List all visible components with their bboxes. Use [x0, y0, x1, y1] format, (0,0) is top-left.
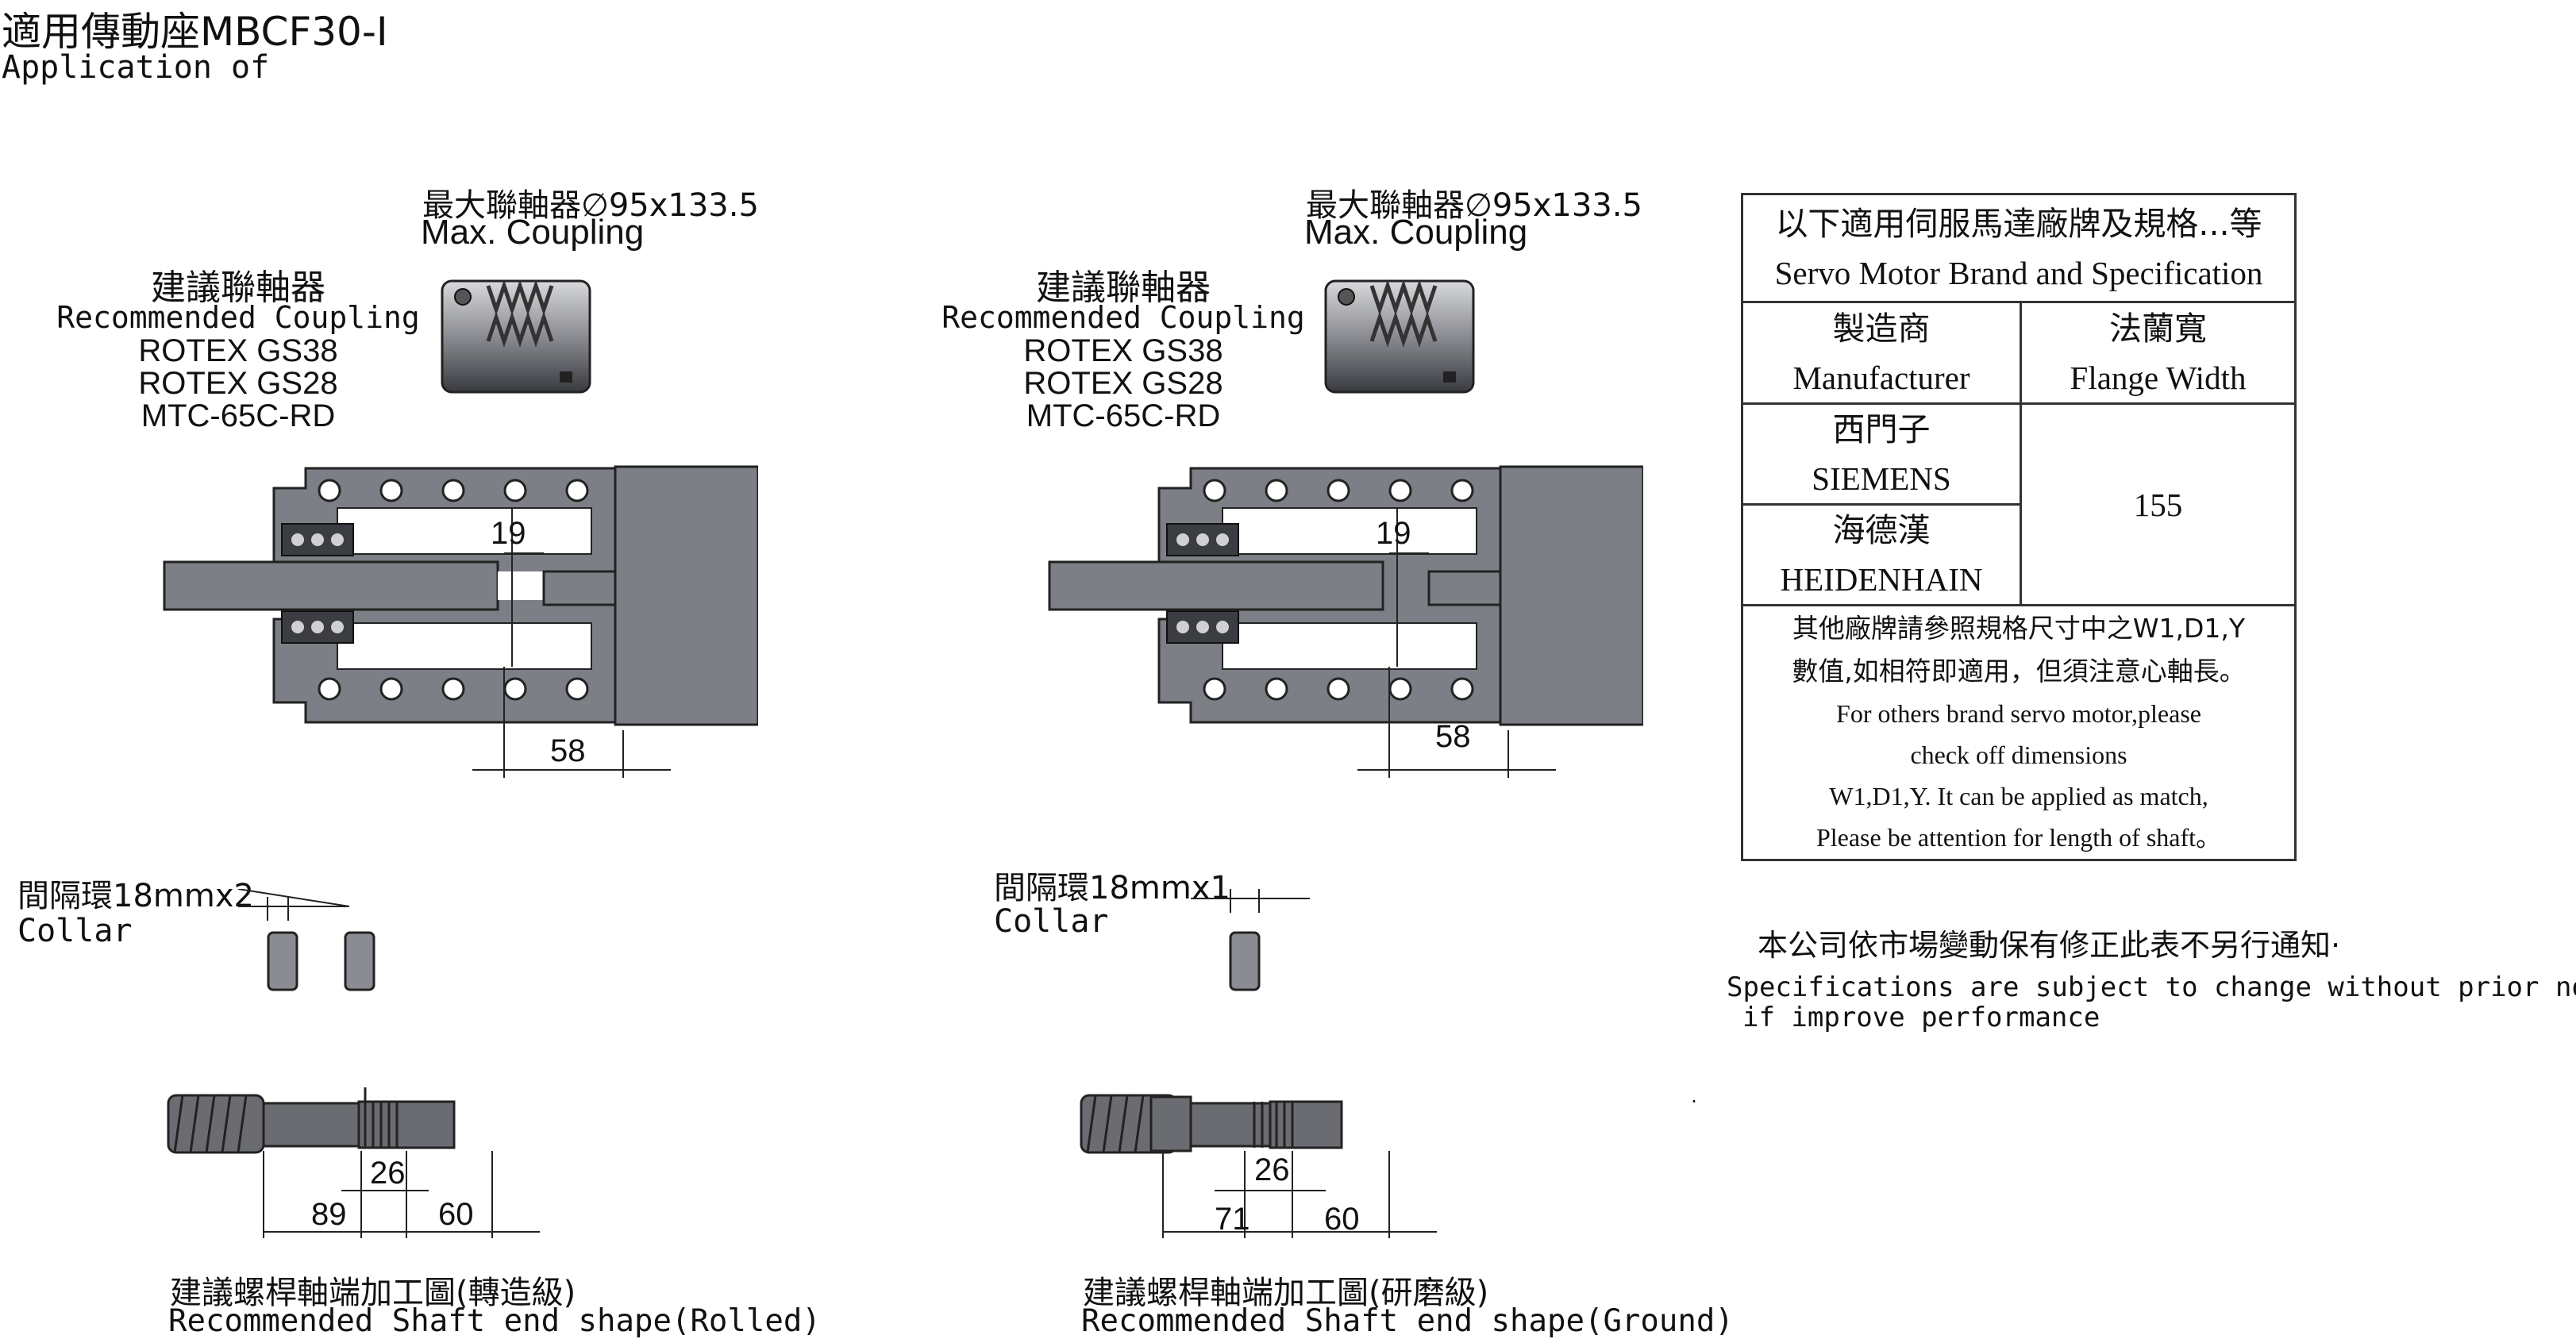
spec-flange-value-text: 155	[2133, 486, 2183, 523]
left-collar-drawing	[238, 889, 375, 991]
right-shaft-dim-thread: 26	[1254, 1152, 1290, 1187]
left-shaft-dim-b: 60	[438, 1197, 474, 1232]
right-shaft-drawing	[1080, 1094, 1437, 1238]
spec-flange-value: 155	[2020, 402, 2297, 606]
spec-row-en: HEIDENHAIN	[1780, 561, 1983, 598]
right-coupling-3: MTC-65C-RD	[1026, 398, 1221, 433]
right-shaft-dim-a: 71	[1215, 1202, 1250, 1237]
left-collar-zh: 間隔環18mmx2	[17, 878, 254, 914]
left-coupling-1: ROTEX GS38	[138, 333, 338, 368]
spec-col-flange-en: Flange Width	[2070, 359, 2247, 396]
spec-table-header: 以下適用伺服馬達廠牌及規格...等 Servo Motor Brand and …	[1741, 193, 2297, 303]
left-coupling-2: ROTEX GS28	[138, 366, 338, 401]
spec-col-manufacturer-zh: 製造商	[1832, 309, 1931, 348]
left-collar-en: Collar	[17, 913, 133, 949]
right-coupling-2: ROTEX GS28	[1023, 366, 1223, 401]
left-dim-gap: 19	[491, 516, 526, 551]
right-shaft-dim-b: 60	[1324, 1202, 1360, 1237]
right-housing-drawing	[1048, 465, 1643, 778]
spec-note: 其他廠牌請參照規格尺寸中之W1,D1,Y 數值,如相符即適用，但須注意心軸長。 …	[1741, 604, 2297, 861]
right-coupling-image	[1324, 279, 1475, 394]
right-collar-drawing	[1191, 889, 1310, 991]
page-subtitle: Application of	[2, 49, 270, 86]
spec-note-zh-2: 數值,如相符即適用，但須注意心軸長。	[1792, 656, 2246, 687]
right-recommended-zh: 建議聯軸器	[1036, 267, 1211, 308]
right-collar-en: Collar	[994, 903, 1109, 940]
spec-col-manufacturer-en: Manufacturer	[1792, 359, 1970, 396]
notice-dot: .	[1689, 1087, 1700, 1106]
spec-col-manufacturer: 製造商 Manufacturer	[1741, 301, 2022, 405]
spec-table: 以下適用伺服馬達廠牌及規格...等 Servo Motor Brand and …	[1741, 193, 2297, 861]
left-shaft-drawing	[167, 1087, 540, 1238]
spec-row-heidenhain: 海德漢 HEIDENHAIN	[1741, 503, 2022, 606]
left-shaft-caption-zh: 建議螺桿軸端加工圖(轉造級)	[170, 1275, 576, 1311]
right-max-coupling-en: Max. Coupling	[1304, 213, 1528, 252]
right-max-coupling-zh: 最大聯軸器∅95x133.5	[1306, 187, 1642, 224]
right-shaft-caption-en: Recommended Shaft end shape(Ground)	[1081, 1303, 1734, 1339]
left-coupling-image	[441, 279, 591, 394]
spec-note-en-3: W1,D1,Y. It can be applied as match,	[1829, 782, 2208, 810]
notice-zh: 本公司依市場變動保有修正此表不另行通知·	[1758, 928, 2341, 963]
right-shaft-caption-zh: 建議螺桿軸端加工圖(研磨級)	[1083, 1275, 1489, 1311]
spec-row-siemens: 西門子 SIEMENS	[1741, 402, 2022, 506]
left-recommended-en: Recommended Coupling	[56, 300, 420, 335]
right-coupling-1: ROTEX GS38	[1023, 333, 1223, 368]
spec-header-en: Servo Motor Brand and Specification	[1774, 254, 2263, 291]
spec-col-flange-zh: 法蘭寬	[2109, 309, 2207, 348]
spec-row-zh: 海德漢	[1832, 511, 1931, 549]
spec-row-zh: 西門子	[1832, 410, 1931, 448]
left-shaft-dim-a: 89	[311, 1197, 347, 1232]
left-shaft-dim-thread: 26	[370, 1156, 406, 1191]
left-max-coupling-en: Max. Coupling	[421, 213, 645, 252]
right-recommended-en: Recommended Coupling	[941, 300, 1305, 335]
left-housing-drawing	[163, 465, 758, 778]
right-collar-zh: 間隔環18mmx1	[994, 870, 1230, 906]
right-dim-gap: 19	[1376, 516, 1411, 551]
notice-en-1: Specifications are subject to change wit…	[1727, 972, 2576, 1003]
notice-en-2: if improve performance	[1742, 1002, 2100, 1033]
right-dim-depth: 58	[1435, 719, 1471, 754]
spec-note-en-4: Please be attention for length of shaft。	[1816, 823, 2222, 852]
spec-note-zh-1: 其他廠牌請參照規格尺寸中之W1,D1,Y	[1792, 613, 2246, 644]
left-dim-depth: 58	[550, 733, 586, 768]
left-coupling-3: MTC-65C-RD	[141, 398, 336, 433]
spec-row-en: SIEMENS	[1812, 460, 1951, 497]
left-shaft-caption-en: Recommended Shaft end shape(Rolled)	[168, 1303, 821, 1339]
spec-note-en-2: check off dimensions	[1910, 741, 2127, 769]
spec-col-flange: 法蘭寬 Flange Width	[2020, 301, 2297, 405]
spec-header-zh: 以下適用伺服馬達廠牌及規格...等	[1775, 204, 2262, 243]
spec-note-en-1: For others brand servo motor,please	[1836, 699, 2201, 728]
left-max-coupling-zh: 最大聯軸器∅95x133.5	[422, 187, 759, 224]
left-recommended-zh: 建議聯軸器	[151, 267, 325, 308]
page-title: 適用傳動座MBCF30-I	[2, 9, 388, 55]
